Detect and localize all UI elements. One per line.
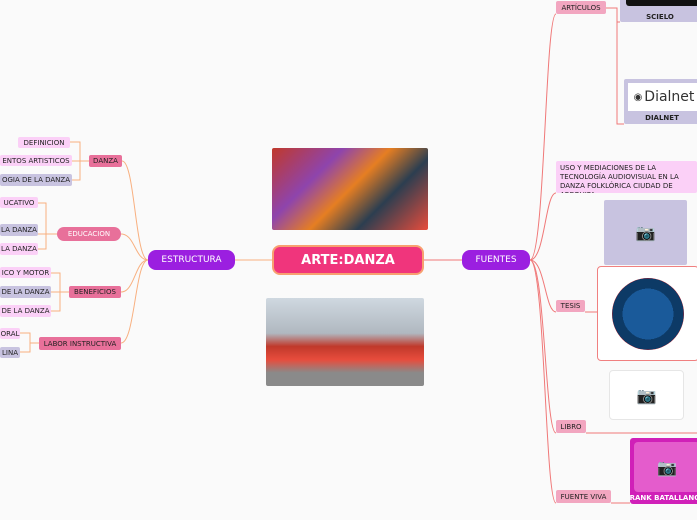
frank-batallanos-label: FRANK BATALLANOS <box>630 494 697 502</box>
node-elementos-artisticos[interactable]: ENTOS ARTISTICOS <box>0 155 72 166</box>
node-libro[interactable]: LIBRO <box>556 420 586 433</box>
node-articulos[interactable]: ARTÍCULOS <box>556 1 606 14</box>
scielo-logo <box>626 0 697 6</box>
node-ben-de-la-danza-2[interactable]: DE LA DANZA <box>0 305 51 317</box>
image-placeholder-1[interactable]: 📷 <box>604 200 687 265</box>
dialnet-logo: ◉Dialnet <box>628 83 697 111</box>
camera-icon: 📷 <box>636 385 657 405</box>
pucp-seal <box>612 277 684 350</box>
node-fisico-motor[interactable]: ICO Y MOTOR <box>0 267 51 278</box>
node-tesis[interactable]: TESIS <box>556 300 585 312</box>
scielo-label: SCIELO <box>646 13 674 21</box>
node-edu-la-danza-2[interactable]: LA DANZA <box>0 243 38 255</box>
dialnet-label: DIALNET <box>645 114 679 122</box>
node-tipologia-danza[interactable]: OGIA DE LA DANZA <box>0 174 72 186</box>
dance-illustration-image <box>272 148 428 230</box>
node-lina[interactable]: LINA <box>0 347 20 358</box>
image-placeholder-2[interactable]: 📷 <box>609 370 684 420</box>
dance-photo-image <box>266 298 424 386</box>
node-scielo[interactable]: SCIELO <box>620 0 697 22</box>
node-labor-instructiva[interactable]: LABOR INSTRUCTIVA <box>39 337 121 350</box>
node-dialnet[interactable]: ◉Dialnet DIALNET <box>624 79 697 124</box>
central-topic[interactable]: ARTE:DANZA <box>272 245 424 275</box>
node-edu-la-danza-1[interactable]: LA DANZA <box>0 224 38 236</box>
node-educativo[interactable]: UCATIVO <box>0 197 38 208</box>
node-oral[interactable]: ORAL <box>0 328 20 339</box>
node-uso-mediaciones[interactable]: USO Y MEDIACIONES DE LA TECNOLOGÍA AUDIO… <box>556 161 697 193</box>
node-definicion[interactable]: DEFINICION <box>18 137 70 148</box>
node-fuente-viva[interactable]: FUENTE VIVA <box>556 490 611 503</box>
camera-icon: 📷 <box>657 457 677 477</box>
node-estructura[interactable]: ESTRUCTURA <box>148 250 235 270</box>
node-frank-batallanos[interactable]: 📷 FRANK BATALLANOS <box>630 438 697 504</box>
node-danza[interactable]: DANZA <box>89 155 122 167</box>
camera-icon: 📷 <box>635 223 656 242</box>
node-fuentes[interactable]: FUENTES <box>462 250 530 270</box>
node-beneficios[interactable]: BENEFICIOS <box>69 286 121 298</box>
image-placeholder-3: 📷 <box>634 442 697 492</box>
node-educacion[interactable]: EDUCACION <box>57 227 121 241</box>
node-ben-de-la-danza-1[interactable]: DE LA DANZA <box>0 286 51 298</box>
pucp-logo-node[interactable] <box>597 266 697 361</box>
